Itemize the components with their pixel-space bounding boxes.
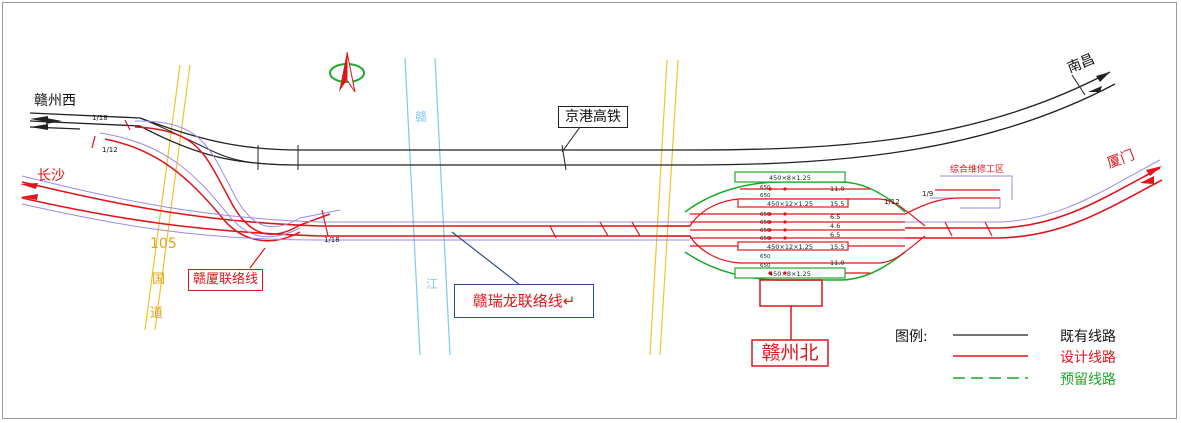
city-label-nanchang: 南昌 [1065,51,1098,77]
track-ties [257,74,1086,171]
depot-label: 综合维修工区 [950,165,1005,175]
legend-title: 图例: [895,329,928,345]
ganruilong-link-label: 赣瑞龙联络线↵ [454,284,594,318]
design-changsha-line [21,181,690,237]
platform-3 [737,241,849,251]
north-arrow-icon [329,51,365,93]
river-char-2: 江 [426,277,439,291]
ganxia-link-label: 赣厦联络线 [188,269,264,291]
turnout-ticks [91,119,993,239]
platform-label-1: 450×8×1.25 [769,174,811,182]
road-105 [144,64,191,331]
track-number-5: 650 [760,228,771,234]
platform-label-4: 450×8×1.25 [769,270,811,278]
road-105-char-1: 国 [152,272,166,287]
legend-label-design: 设计线路 [1060,350,1116,366]
spacing-4: 4.6 [830,222,840,230]
spacing-6: 15.5 [830,243,844,251]
river-gan [404,57,451,356]
changsha-arrows [20,183,38,200]
spacing-7: 11.0 [830,259,844,267]
design-ganxia-link [104,126,331,242]
city-label-ganzhou-west: 赣州西 [34,93,76,109]
platform-label-2: 450×12×1.25 [767,200,813,208]
xiamen-arrows [1140,166,1162,184]
city-label-changsha: 长沙 [37,168,65,184]
platform-4 [734,267,846,279]
legend-label-reserved: 预留线路 [1060,372,1116,388]
river-char-1: 赣 [415,110,428,124]
track-number-1: 650 [760,185,771,191]
design-xiamen-line [905,167,1163,239]
track-number-8: 650 [760,263,771,269]
turnout-label-3: 1/18 [324,236,340,244]
spacing-3: 6.5 [830,213,840,221]
track-number-7: 650 [760,254,771,260]
turnout-label-1: 1/18 [92,114,108,122]
city-label-xiamen: 厦门 [1105,147,1137,172]
nanchang-arrows [1088,72,1110,92]
turnout-label-4: 1/12 [884,198,900,206]
turnout-label-5: 1/9 [922,190,934,198]
turnout-label-2: 1/12 [102,146,118,154]
station-name-label: 赣州北 [761,342,819,364]
track-number-6: 650 [760,236,771,242]
track-number-3: 650 [760,212,771,218]
ganzhou-west-arrows [30,116,62,130]
jinggang-line-label: 京港高铁 [558,106,628,128]
depot-spur [904,175,1013,215]
track-number-labels: 650 650 650 650 650 650 650 650 [760,185,771,269]
station-yard: 450×8×1.25 450×12×1.25 450×12×1.25 450×8… [660,171,926,367]
legend-swatches [953,334,1028,379]
road-105-char-2: 道 [150,306,164,321]
reserved-outline-lavender [21,120,1161,241]
track-number-2: 650 [760,193,771,199]
track-number-4: 650 [760,220,771,226]
legend-label-existing: 既有线路 [1060,329,1116,345]
spacing-1: 11.0 [830,185,844,193]
platform-label-3: 450×12×1.25 [767,243,813,251]
station-name-box [751,339,829,367]
spacing-5: 6.5 [830,231,840,239]
road-qiandong [649,59,679,356]
spacing-labels: 11.0 15.5 6.5 4.6 6.5 15.5 11.0 [830,185,844,267]
spacing-2: 15.5 [830,200,844,208]
platform-1 [734,171,846,183]
platform-2 [737,198,849,208]
platform-labels: 450×8×1.25 450×12×1.25 450×12×1.25 450×8… [767,174,813,278]
signal-marks [768,187,787,275]
road-105-number: 105 [150,236,177,252]
